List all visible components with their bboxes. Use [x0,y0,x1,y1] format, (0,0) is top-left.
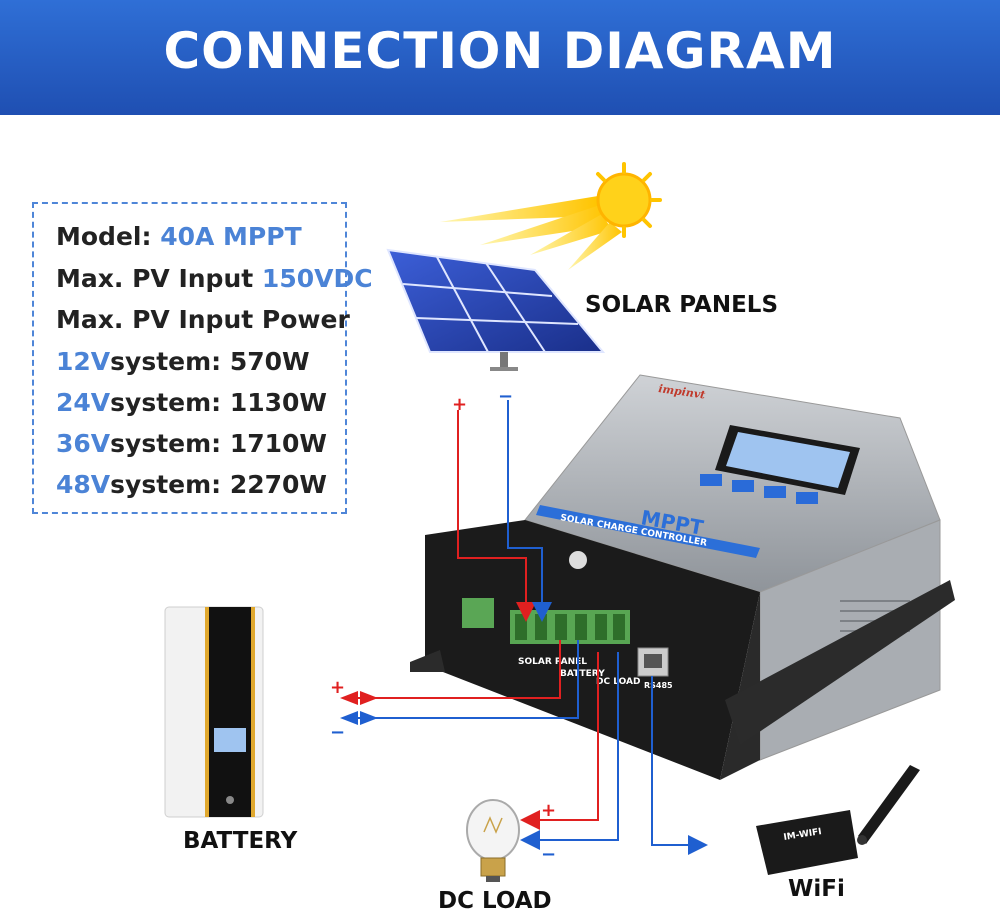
spec-voltage: 48V [56,470,111,499]
wifi-label: WiFi [788,876,845,902]
battery-positive-wire [350,640,561,699]
arrow-icon [360,691,378,705]
rs485-label: RS485 [644,681,673,690]
power-icon [569,551,587,569]
spec-power: system: 2270W [110,470,328,499]
spec-model: Model: 40A MPPT [56,222,302,251]
sun-icon [440,162,662,270]
spec-system-24v: 24Vsystem: 1130W [56,388,327,417]
mppt-controller: MPPT SOLAR CHARGE CONTROLLER impinvt SOL… [410,374,955,780]
solar-panels-label: SOLAR PANELS [585,292,779,318]
minus-sign: − [330,722,345,743]
temp-sensor-terminal [462,598,494,628]
solar-negative-wire [507,400,552,622]
spec-box: Model: 40A MPPT Max. PV Input 150VDC Max… [32,202,373,514]
plus-sign: + [541,800,556,821]
battery-icon [164,606,264,818]
light-bulb-icon [466,799,520,882]
terminal-block [510,610,630,644]
spec-voltage: 12V [56,347,111,376]
load-positive-wire [520,652,599,830]
spec-pv-power: Max. PV Input Power [56,305,350,334]
spec-power: system: 1710W [110,429,328,458]
terminal-solar-label: SOLAR PANEL [518,657,587,667]
spec-system-12v: 12Vsystem: 570W [56,347,310,376]
arrow-icon [360,711,378,725]
solar-panel-icon [386,248,606,371]
rs485-wifi-wire [651,676,708,855]
spec-pv-input: Max. PV Input 150VDC [56,264,373,293]
plus-sign: + [330,677,345,698]
spec-pv-input-label: Max. PV Input [56,264,254,293]
arrow-icon [340,711,358,725]
terminal-battery-label: BATTERY [560,669,605,679]
spec-model-label: Model: [56,222,152,251]
spec-power: system: 570W [110,347,310,376]
minus-sign: − [498,386,513,407]
wifi-module-icon: IM-WIFI [756,765,920,875]
arrow-icon [340,691,358,705]
spec-system-36v: 36Vsystem: 1710W [56,429,327,458]
minus-sign: − [541,844,556,865]
plus-sign: + [452,394,467,415]
spec-voltage: 36V [56,429,111,458]
dc-load-label: DC LOAD [438,888,552,914]
spec-power: system: 1130W [110,388,328,417]
load-negative-wire [520,652,619,850]
header-banner: CONNECTION DIAGRAM [0,0,1000,115]
spec-system-48v: 48Vsystem: 2270W [56,470,327,499]
spec-pv-input-value: 150VDC [261,264,373,293]
solar-positive-wire [457,410,536,622]
spec-model-value: 40A MPPT [160,222,302,251]
battery-label: BATTERY [183,828,298,854]
spec-voltage: 24V [56,388,111,417]
page-title: CONNECTION DIAGRAM [163,22,837,80]
battery-negative-wire [350,640,579,719]
